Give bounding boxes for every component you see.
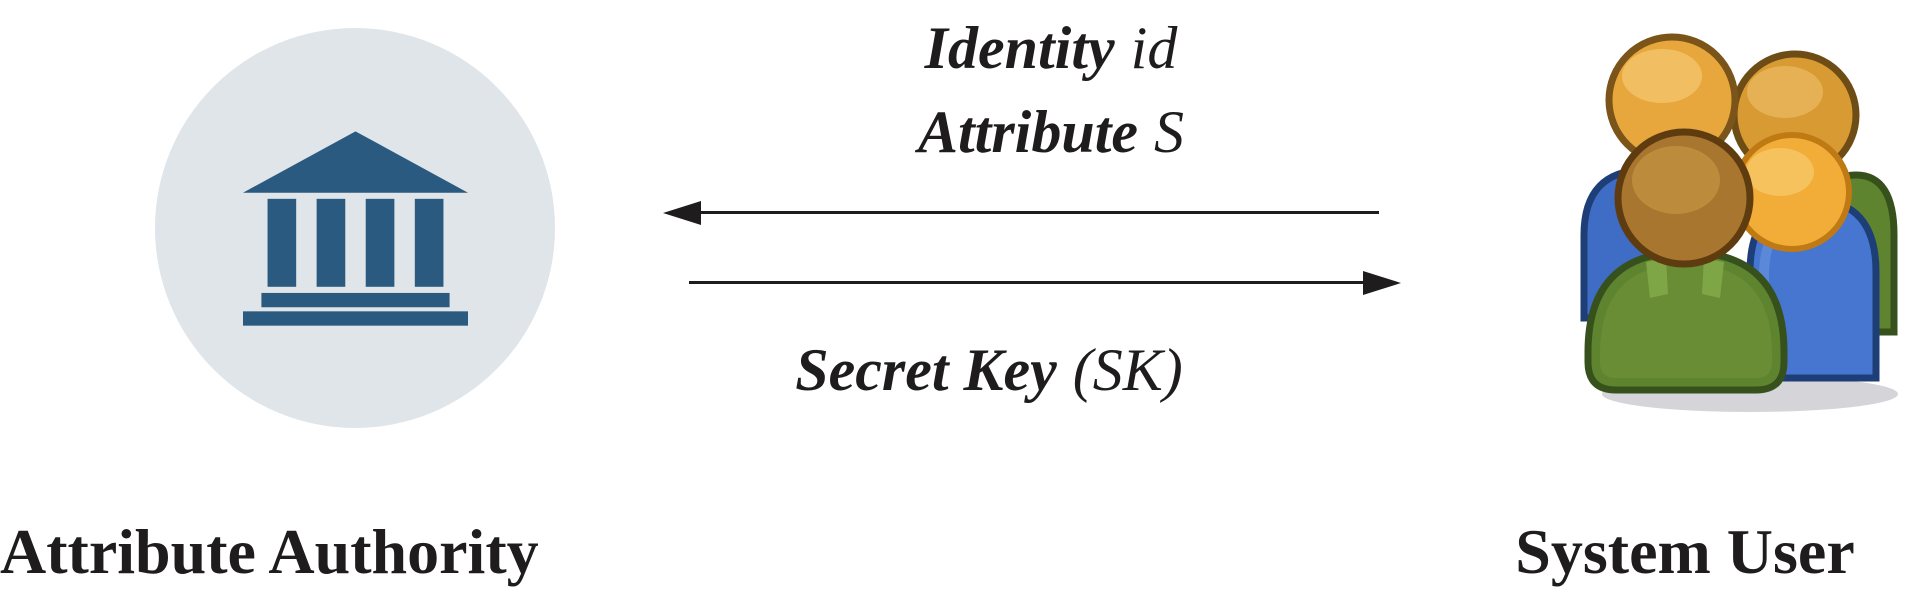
right-entity-label: System User [1515, 516, 1855, 587]
users-icon [1580, 33, 1898, 412]
left-entity-label: Attribute Authority [0, 516, 539, 587]
secret-key-variable: (SK) [1072, 337, 1183, 403]
attribute-authority-badge [155, 28, 555, 428]
attribute-variable: S [1154, 99, 1185, 165]
bank-icon [242, 130, 468, 326]
message-secret-key-label: Secret Key(SK) [689, 330, 1289, 410]
arrow-to-authority-line [698, 211, 1379, 214]
attribute-keyword: Attribute [917, 99, 1139, 165]
arrow-to-user-head-icon [1363, 271, 1401, 295]
identity-variable: id [1130, 15, 1178, 81]
secret-key-keyword: Secret Key [795, 337, 1057, 403]
arrow-to-user-line [689, 281, 1365, 284]
arrow-to-authority-head-icon [663, 201, 701, 225]
identity-keyword: Identity [924, 15, 1115, 81]
